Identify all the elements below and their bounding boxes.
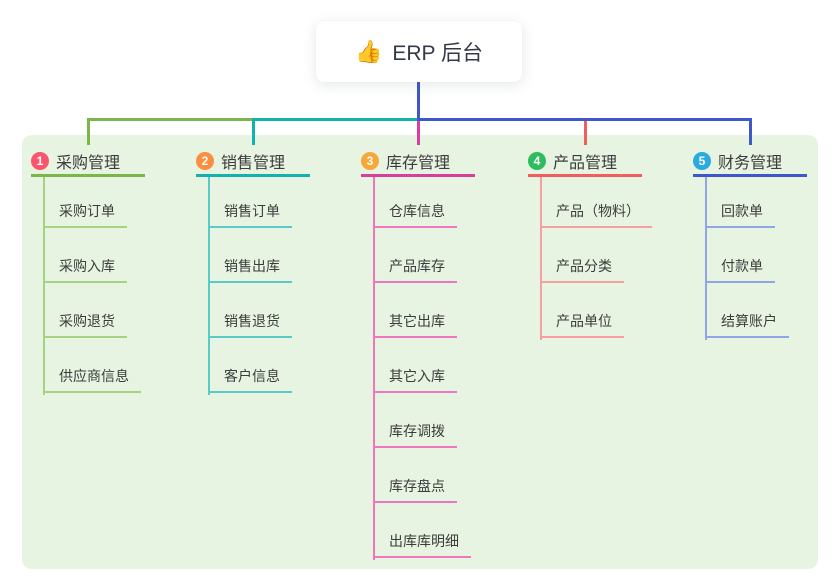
branch-children: 产品（物料） 产品分类产品单位	[528, 177, 652, 338]
child-node[interactable]: 产品库存	[373, 256, 457, 283]
root-node[interactable]: 👍 ERP 后台	[316, 21, 522, 82]
branch-node[interactable]: 1 采购管理	[31, 148, 145, 177]
branch-node-label: 产品管理	[553, 155, 618, 172]
child-slot: 仓库信息	[361, 177, 475, 228]
child-node[interactable]: 库存调拨	[373, 421, 457, 448]
child-slot: 出库库明细	[361, 503, 475, 558]
child-node[interactable]: 供应商信息	[43, 366, 141, 393]
branch-number-badge: 5	[693, 152, 711, 170]
branch-node[interactable]: 5 财务管理	[693, 148, 807, 177]
connector-h-teal	[251, 118, 420, 121]
child-node[interactable]: 采购入库	[43, 256, 127, 283]
mindmap-panel	[22, 135, 818, 569]
child-node[interactable]: 销售出库	[208, 256, 292, 283]
child-slot: 销售退货	[196, 283, 310, 338]
connector-h-blue	[416, 118, 752, 121]
child-slot: 其它出库	[361, 283, 475, 338]
branch-node[interactable]: 3 库存管理	[361, 148, 475, 177]
branch-children: 仓库信息产品库存其它出库其它入库库存调拨库存盘点出库库明细	[361, 177, 475, 558]
child-slot: 客户信息	[196, 338, 310, 393]
child-slot: 回款单	[693, 177, 807, 228]
child-node[interactable]: 结算账户	[705, 311, 789, 338]
child-node[interactable]: 库存盘点	[373, 476, 457, 503]
branch-number-badge: 4	[528, 152, 546, 170]
child-node[interactable]: 产品（物料）	[540, 201, 652, 228]
branch-trunk-line	[373, 177, 375, 560]
child-slot: 采购入库	[31, 228, 145, 283]
branch-drop-line	[583, 118, 587, 145]
child-node[interactable]: 产品分类	[540, 256, 624, 283]
branch-drop-line	[251, 118, 255, 145]
branch-trunk-line	[208, 177, 210, 395]
branch-drop-line	[416, 118, 420, 145]
child-slot: 产品单位	[528, 283, 642, 338]
child-slot: 结算账户	[693, 283, 807, 338]
child-slot: 销售出库	[196, 228, 310, 283]
child-slot: 采购退货	[31, 283, 145, 338]
branch-number-badge: 2	[196, 152, 214, 170]
branch-node[interactable]: 2 销售管理	[196, 148, 310, 177]
child-slot: 库存盘点	[361, 448, 475, 503]
branch-children: 销售订单销售出库销售退货客户信息	[196, 177, 310, 393]
child-slot: 产品库存	[361, 228, 475, 283]
branch-number-badge: 1	[31, 152, 49, 170]
child-node[interactable]: 销售退货	[208, 311, 292, 338]
child-node[interactable]: 其它出库	[373, 311, 457, 338]
child-slot: 采购订单	[31, 177, 145, 228]
child-node[interactable]: 采购退货	[43, 311, 127, 338]
child-node[interactable]: 回款单	[705, 201, 775, 228]
branch-1: 1 采购管理采购订单采购入库采购退货供应商信息	[31, 148, 145, 395]
child-slot: 产品（物料）	[528, 177, 652, 228]
child-node[interactable]: 仓库信息	[373, 201, 457, 228]
connector-h-green	[88, 118, 255, 121]
child-node[interactable]: 产品单位	[540, 311, 624, 338]
root-drop-line	[416, 82, 420, 121]
thumbs-up-icon: 👍	[354, 38, 383, 64]
branch-children: 采购订单采购入库采购退货供应商信息	[31, 177, 145, 393]
child-node[interactable]: 采购订单	[43, 201, 127, 228]
branch-4: 4 产品管理产品（物料） 产品分类产品单位	[528, 148, 652, 340]
child-slot: 产品分类	[528, 228, 642, 283]
branch-trunk-line	[540, 177, 542, 340]
branch-trunk-line	[43, 177, 45, 395]
child-node[interactable]: 销售订单	[208, 201, 292, 228]
branch-children: 回款单付款单结算账户	[693, 177, 807, 338]
child-slot: 销售订单	[196, 177, 310, 228]
child-node[interactable]: 其它入库	[373, 366, 457, 393]
child-slot: 库存调拨	[361, 393, 475, 448]
branch-node-label: 财务管理	[718, 155, 783, 172]
child-slot: 付款单	[693, 228, 807, 283]
branch-drop-line	[748, 118, 752, 145]
branch-number-badge: 3	[361, 152, 379, 170]
branch-5: 5 财务管理回款单付款单结算账户	[693, 148, 807, 340]
child-slot: 供应商信息	[31, 338, 145, 393]
child-node[interactable]: 出库库明细	[373, 531, 471, 558]
branch-drop-line	[86, 118, 90, 145]
child-slot: 其它入库	[361, 338, 475, 393]
root-node-label: ERP 后台	[392, 41, 484, 65]
branch-node-label: 销售管理	[221, 155, 286, 172]
child-node[interactable]: 付款单	[705, 256, 775, 283]
child-node[interactable]: 客户信息	[208, 366, 292, 393]
branch-node-label: 库存管理	[386, 155, 451, 172]
branch-trunk-line	[705, 177, 707, 340]
branch-2: 2 销售管理销售订单销售出库销售退货客户信息	[196, 148, 310, 395]
branch-node-label: 采购管理	[56, 155, 121, 172]
branch-node[interactable]: 4 产品管理	[528, 148, 642, 177]
branch-3: 3 库存管理仓库信息产品库存其它出库其它入库库存调拨库存盘点出库库明细	[361, 148, 475, 560]
